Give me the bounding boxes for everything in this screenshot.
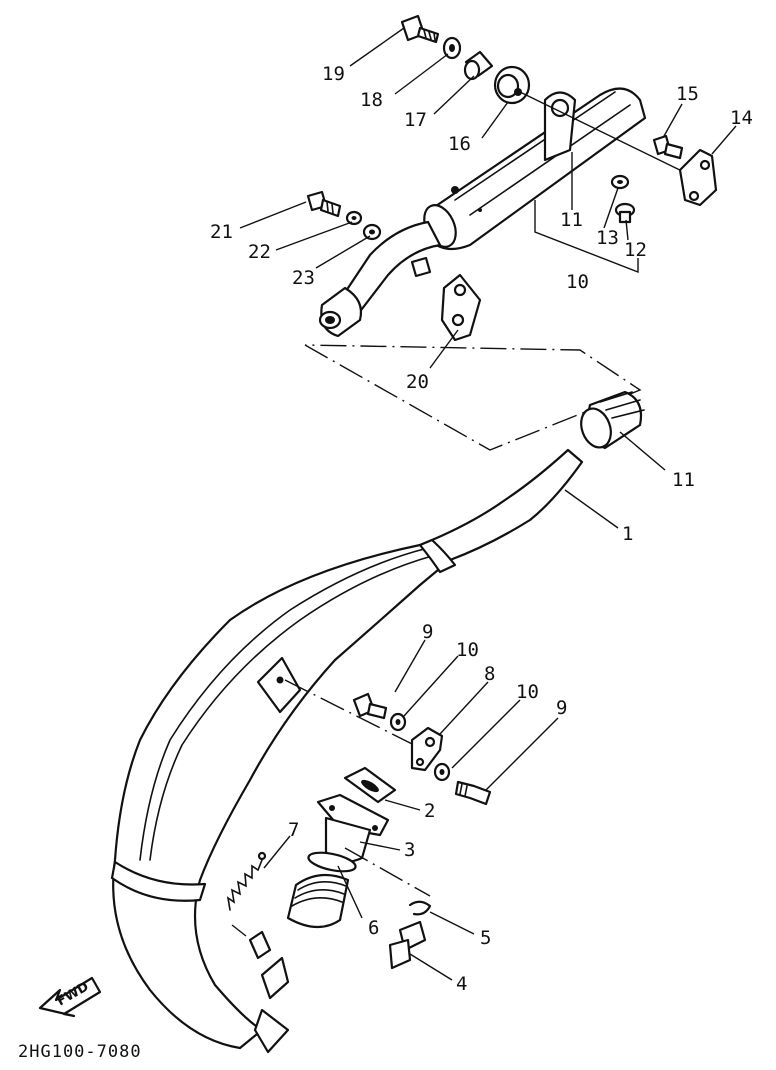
callout-19: 17 [404,109,427,131]
callout-22: 20 [406,371,429,393]
fwd-arrow-icon: FWD [38,976,102,1018]
callout-10-upper: 10 [456,639,479,661]
callout-8: 8 [484,663,495,685]
o-ring-6 [307,851,357,873]
spring-7 [226,851,267,911]
callout-18: 16 [448,133,471,155]
washer-24 [345,210,363,226]
joint-11 [580,390,645,450]
callout-6: 6 [368,917,379,939]
bracket-16 [678,148,718,207]
callout-12: 10 [566,271,589,293]
exhaust-pipe-1 [110,448,584,1054]
clip-5 [408,900,432,916]
washer-10-lower [433,762,451,782]
callout-13: 11 [560,209,583,231]
callout-14: 12 [624,239,647,261]
callout-1: 1 [622,523,633,545]
callout-4: 4 [456,973,467,995]
bolt-4 [388,920,427,970]
washer-10-upper [389,712,407,732]
washer-25 [362,223,382,241]
callout-16: 14 [730,107,753,129]
bracket-8 [410,726,444,772]
washer-15 [610,174,630,190]
callout-25: 23 [292,267,315,289]
grommet-18 [493,65,531,105]
washer-20 [442,36,462,60]
callout-23: 21 [210,221,233,243]
callout-labels: 19 18 17 16 15 14 11 13 12 10 21 22 23 2… [210,63,753,995]
callout-21: 19 [322,63,345,85]
callout-7: 7 [288,819,299,841]
callout-15: 13 [596,227,619,249]
callout-9-lower: 9 [556,697,567,719]
bracket-22 [440,273,482,342]
bolt-9-upper [352,692,388,720]
silencer-assembly [318,87,647,338]
gasket-2 [343,766,397,804]
bolt-21 [400,14,440,44]
callout-20: 18 [360,89,383,111]
callout-11: 11 [672,469,695,491]
callout-9-upper: 9 [422,621,433,643]
callout-3: 3 [404,839,415,861]
bolt-9-lower [454,780,492,806]
callout-17: 15 [676,83,699,105]
joint-pipe [286,873,350,929]
callout-5: 5 [480,927,491,949]
bolt-17 [652,134,684,160]
callout-10-lower: 10 [516,681,539,703]
collar-19 [463,50,494,81]
drawing-code: 2HG100-7080 [18,1042,142,1062]
bolt-23 [306,190,342,218]
callout-24: 22 [248,241,271,263]
screw-14 [614,202,636,224]
leader-lines [239,27,737,981]
callout-2: 2 [424,800,435,822]
